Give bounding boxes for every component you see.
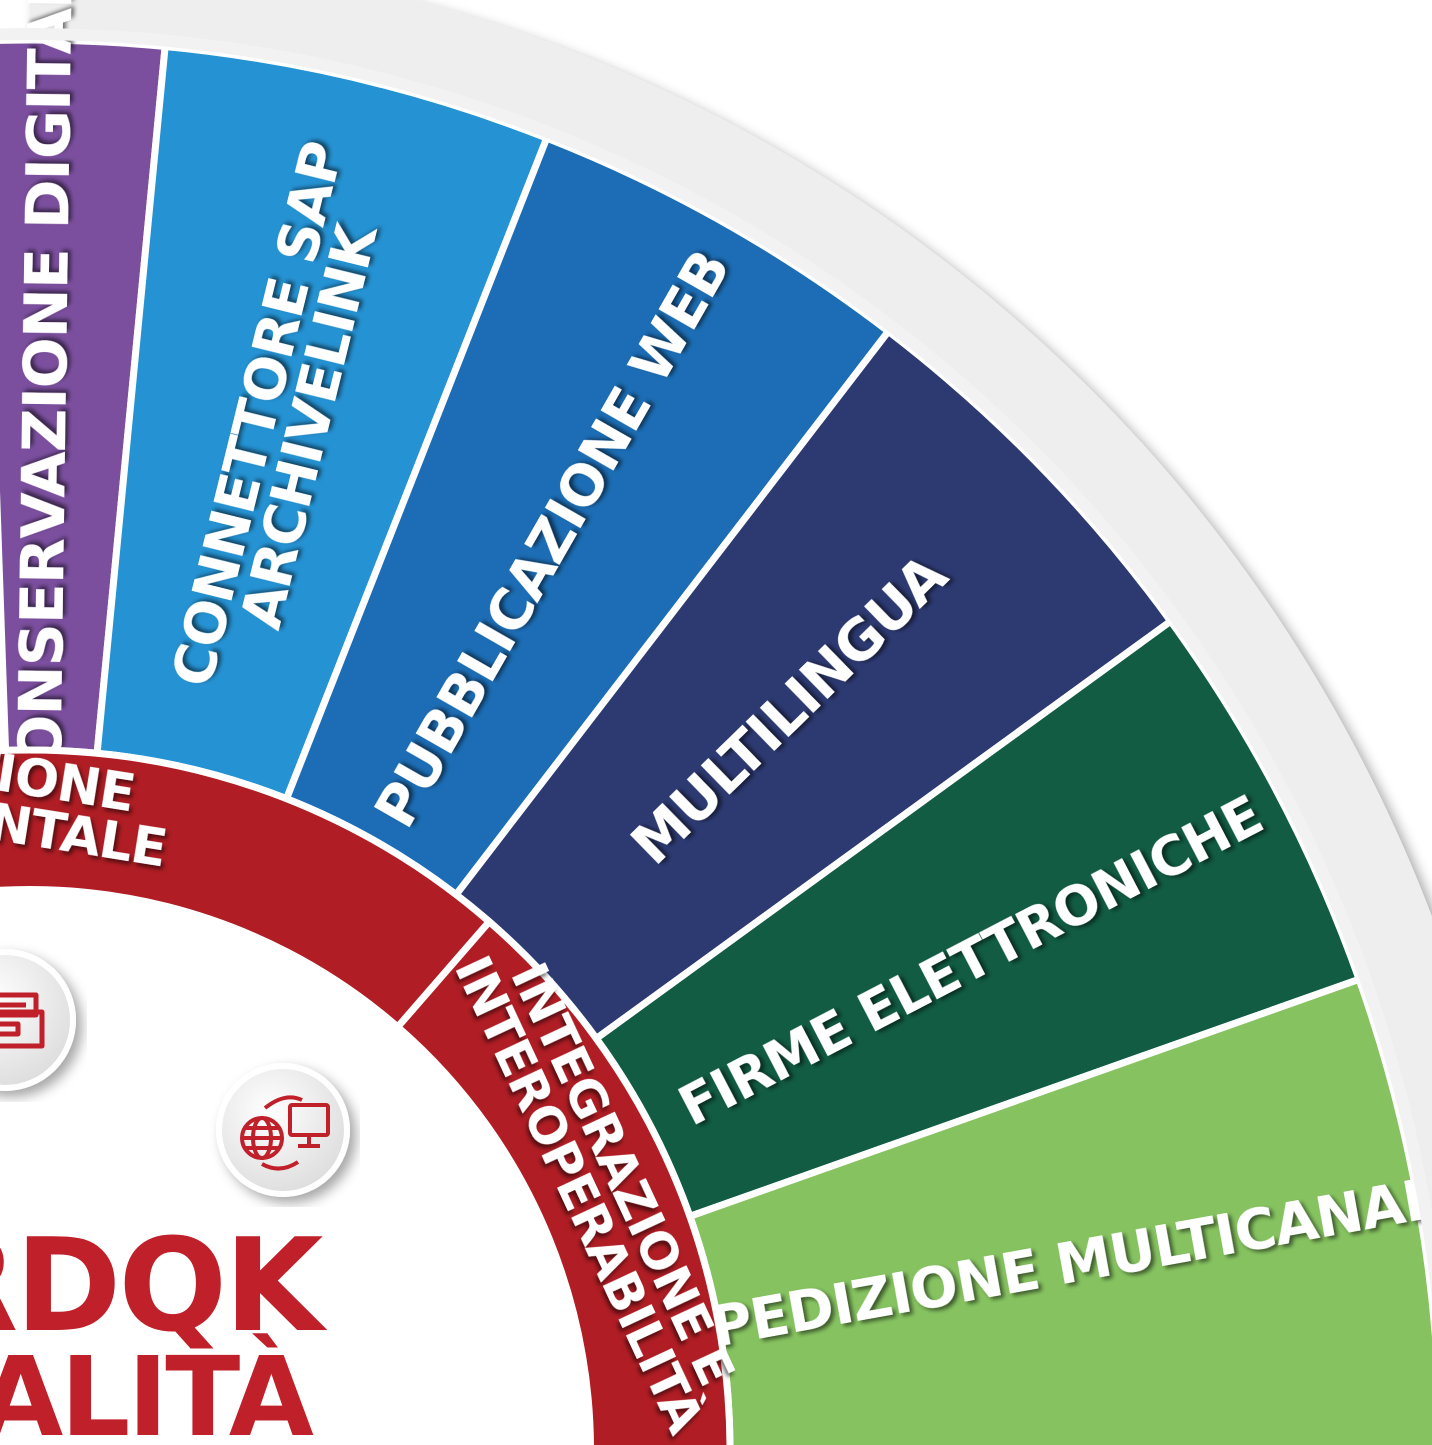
brand-title: RDQK [0,1212,328,1361]
globe-computer-icon [216,1063,350,1197]
archive-tray-icon [0,949,76,1091]
segment-label-conservazione: CONSERVAZIONE DIGITALE [5,0,87,809]
inner-edge [0,886,594,1445]
brand-subtitle: NALITÀ [0,1332,314,1445]
outer-rim [0,28,1432,1301]
segment-label-line: CONSERVAZIONE DIGITALE [5,0,87,809]
